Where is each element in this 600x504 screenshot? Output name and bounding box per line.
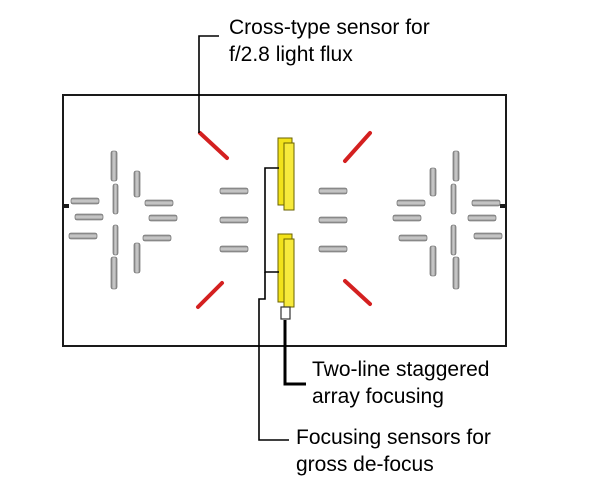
- left-horizontal-bar: [144, 199, 174, 207]
- cross-type-leader: [198, 35, 219, 133]
- left-horizontal-bar: [70, 197, 100, 205]
- right-edge-bar: [500, 204, 506, 208]
- gross-defocus-sensors-label: Focusing sensors for gross de-focus: [296, 424, 491, 478]
- two-line-label-line: Two-line staggered: [312, 358, 490, 381]
- right-vertical-bar-bottom-left: [429, 245, 437, 277]
- center-right-horizontal-bar: [318, 245, 348, 253]
- red-diagonal-sensor-bottom-left: [196, 281, 224, 309]
- right-vertical-bar-upper: [452, 150, 460, 182]
- right-vertical-bar-lower: [452, 256, 460, 290]
- right-sensor-cluster: [392, 150, 506, 290]
- cross-type-label-line: f/2.8 light flux: [229, 43, 353, 66]
- red-diagonal-sensor-top-left: [198, 131, 229, 160]
- red-diagonal-sensor-bottom-right: [343, 279, 372, 306]
- center-right-horizontal-bar: [318, 216, 348, 224]
- left-horizontal-bar: [68, 232, 98, 240]
- gross-defocus-label-line: gross de-focus: [296, 453, 434, 476]
- two-line-label-line: array focusing: [312, 385, 444, 408]
- yellow-staggered-array-lower: [277, 233, 295, 308]
- right-horizontal-bar: [473, 232, 503, 240]
- right-vertical-bar-upper-center: [450, 183, 457, 215]
- right-horizontal-bar: [398, 234, 428, 242]
- leader-lines: [198, 35, 289, 441]
- center-left-horizontal-bar: [219, 245, 249, 253]
- two-line-leader: [283, 320, 306, 386]
- center-left-horizontal-bar: [219, 216, 249, 224]
- red-diagonal-sensor-top-right: [343, 131, 372, 163]
- cross-type-label-line: Cross-type sensor for: [229, 16, 430, 39]
- right-horizontal-bar: [392, 214, 422, 222]
- right-horizontal-bar: [471, 199, 501, 207]
- left-sensor-cluster: [63, 150, 178, 290]
- left-vertical-bar-lower: [110, 256, 118, 290]
- yellow-staggered-array-upper: [277, 137, 295, 211]
- center-right-horizontal-bar: [318, 187, 348, 195]
- left-vertical-bar-lower-center: [112, 224, 119, 256]
- left-vertical-bar-top-right: [133, 170, 141, 198]
- left-horizontal-bar: [142, 234, 172, 242]
- left-vertical-bar-upper: [110, 150, 118, 182]
- gross-defocus-leader-bracket: [264, 167, 279, 273]
- small-sensor-marker: [280, 306, 291, 320]
- gross-defocus-label-line: Focusing sensors for: [296, 426, 491, 449]
- left-horizontal-bar: [148, 214, 178, 222]
- right-horizontal-bar: [467, 214, 497, 222]
- right-horizontal-bar: [396, 199, 426, 207]
- cross-type-sensor-label: Cross-type sensor for f/2.8 light flux: [229, 14, 430, 68]
- left-vertical-bar-upper-center: [112, 183, 119, 215]
- two-line-staggered-label: Two-line staggered array focusing: [312, 356, 489, 410]
- gross-defocus-leader: [258, 272, 289, 441]
- center-left-horizontal-bar: [219, 187, 249, 195]
- right-vertical-bar-top-left: [429, 167, 437, 197]
- left-horizontal-bar: [74, 213, 104, 221]
- left-vertical-bar-bottom-right: [133, 242, 141, 274]
- center-sensor-cluster: [196, 131, 372, 320]
- left-edge-bar: [63, 204, 69, 208]
- right-vertical-bar-lower-center: [450, 224, 457, 256]
